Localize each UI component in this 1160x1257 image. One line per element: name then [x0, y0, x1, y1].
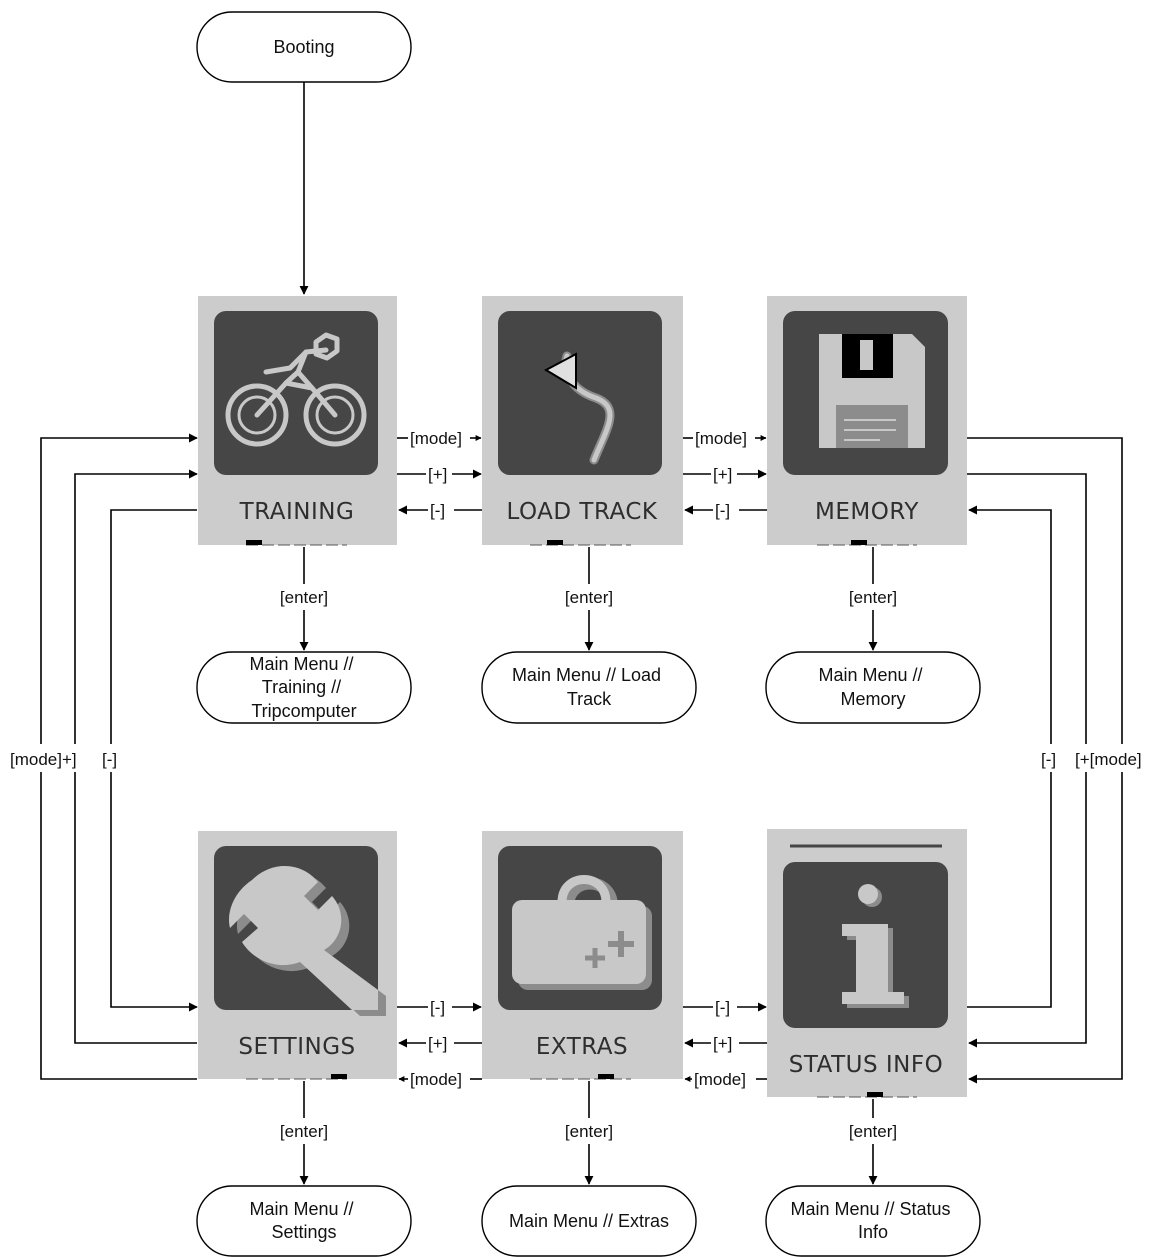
- svg-text:Main Menu // Load Track: Main Menu // Load Track: [512, 665, 666, 709]
- edge-load-track-enter: [enter]: [565, 547, 613, 651]
- submenu-line: Main Menu // Load: [512, 665, 661, 685]
- edge-memory-enter: [enter]: [849, 547, 897, 651]
- page-indicator: [530, 540, 631, 546]
- label-mask: [1072, 744, 1158, 772]
- tile-status-info: STATUS INFO: [767, 829, 967, 1098]
- tile-load-track: LOAD TRACK: [482, 296, 683, 546]
- edge-memory-to-load-track-minus: [-]: [684, 501, 767, 520]
- edge-training-to-load-track-mode: [mode]: [397, 429, 482, 448]
- tile-memory: MEMORY: [767, 296, 967, 546]
- submenu-line: Main Menu // Extras: [509, 1211, 669, 1231]
- edge-label-plus: [+]: [428, 1034, 447, 1053]
- tile-settings-label: SETTINGS: [238, 1034, 355, 1060]
- edge-extras-to-status-info-minus: [-]: [683, 998, 767, 1017]
- submenu-status-info: Main Menu // Status Info: [765, 1185, 981, 1257]
- edge-label-enter: [enter]: [849, 588, 897, 607]
- edge-training-enter: [enter]: [280, 547, 328, 651]
- label-mask: [1038, 744, 1066, 772]
- page-indicator: [817, 540, 917, 546]
- toolbox-icon: [512, 875, 652, 990]
- edge-label-plus: [+]: [713, 1034, 732, 1053]
- floppy-disk-icon: [819, 334, 925, 448]
- edge-load-track-to-memory-plus: [+]: [683, 465, 767, 484]
- submenu-training: Main Menu // Training // Tripcomputer: [196, 651, 412, 724]
- edge-label-minus: [-]: [1041, 750, 1056, 769]
- bicycle-icon: [225, 332, 367, 447]
- edge-load-track-to-memory-mode: [mode]: [683, 429, 767, 448]
- edge-label-minus: [-]: [715, 998, 730, 1017]
- submenu-line: Tripcomputer: [251, 701, 356, 721]
- edge-label-minus: [-]: [430, 998, 445, 1017]
- edge-extras-to-settings-mode: [mode]: [398, 1070, 482, 1089]
- edge-label-plus: [+]: [428, 465, 447, 484]
- start-node-booting: Booting: [196, 11, 412, 83]
- start-node-label: Booting: [273, 37, 334, 57]
- page-indicator: [246, 1074, 347, 1080]
- edge-label-enter: [enter]: [565, 588, 613, 607]
- svg-text:Main Menu // Status Info: Main Menu // Status Info: [790, 1199, 955, 1242]
- label-mask: [8, 744, 94, 772]
- tile-settings: SETTINGS: [198, 831, 397, 1080]
- submenu-load-track: Main Menu // Load Track: [481, 651, 697, 724]
- svg-text:Main Menu // Training //: Main Menu // Training // Tripcomputer: [249, 654, 358, 721]
- tile-load-track-label: LOAD TRACK: [506, 499, 657, 525]
- edge-status-info-to-extras-mode: [mode]: [684, 1070, 767, 1089]
- page-indicator: [530, 1074, 631, 1080]
- tile-memory-label: MEMORY: [815, 499, 919, 525]
- edge-label-mode: [mode]: [410, 429, 462, 448]
- edge-label-mode: [mode]: [695, 429, 747, 448]
- edge-label-minus: [-]: [430, 501, 445, 520]
- edge-extras-enter: [enter]: [565, 1081, 613, 1185]
- wrench-icon: [228, 865, 386, 1016]
- edge-extras-to-settings-plus: [+]: [398, 1034, 482, 1053]
- edge-label-enter: [enter]: [565, 1122, 613, 1141]
- edge-label-mode: [mode]: [694, 1070, 746, 1089]
- track-arrow-icon: [543, 351, 615, 465]
- tile-training: TRAINING: [198, 296, 397, 546]
- submenu-line: Main Menu // Status: [790, 1199, 950, 1219]
- svg-text:Main Menu // Extras: Main Menu // Extras: [509, 1211, 669, 1231]
- submenu-line: Main Menu //: [249, 654, 353, 674]
- edge-label-enter: [enter]: [280, 1122, 328, 1141]
- edge-settings-to-extras-minus: [-]: [397, 998, 482, 1017]
- submenu-line: Settings: [271, 1222, 336, 1242]
- page-indicator: [246, 540, 347, 546]
- tile-extras: EXTRAS: [482, 831, 683, 1080]
- edge-label-mode: [mode]: [410, 1070, 462, 1089]
- edge-label-plus-mode: [+[mode]: [1075, 750, 1142, 769]
- edge-status-info-enter: [enter]: [849, 1099, 897, 1185]
- svg-text:Main Menu // Settings: Main Menu // Settings: [249, 1199, 358, 1242]
- tile-training-label: TRAINING: [239, 499, 355, 525]
- edge-label-enter: [enter]: [849, 1122, 897, 1141]
- submenu-line: Training //: [262, 677, 341, 697]
- page-indicator: [817, 1092, 917, 1098]
- info-icon: [842, 884, 909, 1008]
- tile-extras-label: EXTRAS: [536, 1034, 628, 1060]
- submenu-line: Track: [567, 689, 612, 709]
- submenu-settings: Main Menu // Settings: [196, 1185, 412, 1257]
- edge-label-enter: [enter]: [280, 588, 328, 607]
- edge-label-plus: [+]: [713, 465, 732, 484]
- submenu-line: Main Menu //: [249, 1199, 353, 1219]
- submenu-line: Info: [858, 1222, 888, 1242]
- edge-label-minus: [-]: [715, 501, 730, 520]
- tile-status-info-label: STATUS INFO: [789, 1052, 943, 1078]
- submenu-memory: Main Menu // Memory: [765, 651, 981, 724]
- edge-memory-to-status-info-plus: [967, 473, 1087, 1048]
- edge-settings-enter: [enter]: [280, 1081, 328, 1185]
- edge-label-mode-plus: [mode]+]: [10, 750, 77, 769]
- edge-load-track-to-training-minus: [-]: [398, 501, 482, 520]
- label-mask: [100, 744, 124, 772]
- svg-text:Main Menu // Memory: Main Menu // Memory: [818, 665, 927, 709]
- edge-status-info-to-extras-plus: [+]: [684, 1034, 767, 1053]
- submenu-extras: Main Menu // Extras: [481, 1185, 697, 1257]
- edge-training-to-load-track-plus: [+]: [397, 465, 482, 484]
- edge-label-minus: [-]: [102, 750, 117, 769]
- submenu-line: Memory: [840, 689, 905, 709]
- submenu-line: Main Menu //: [818, 665, 922, 685]
